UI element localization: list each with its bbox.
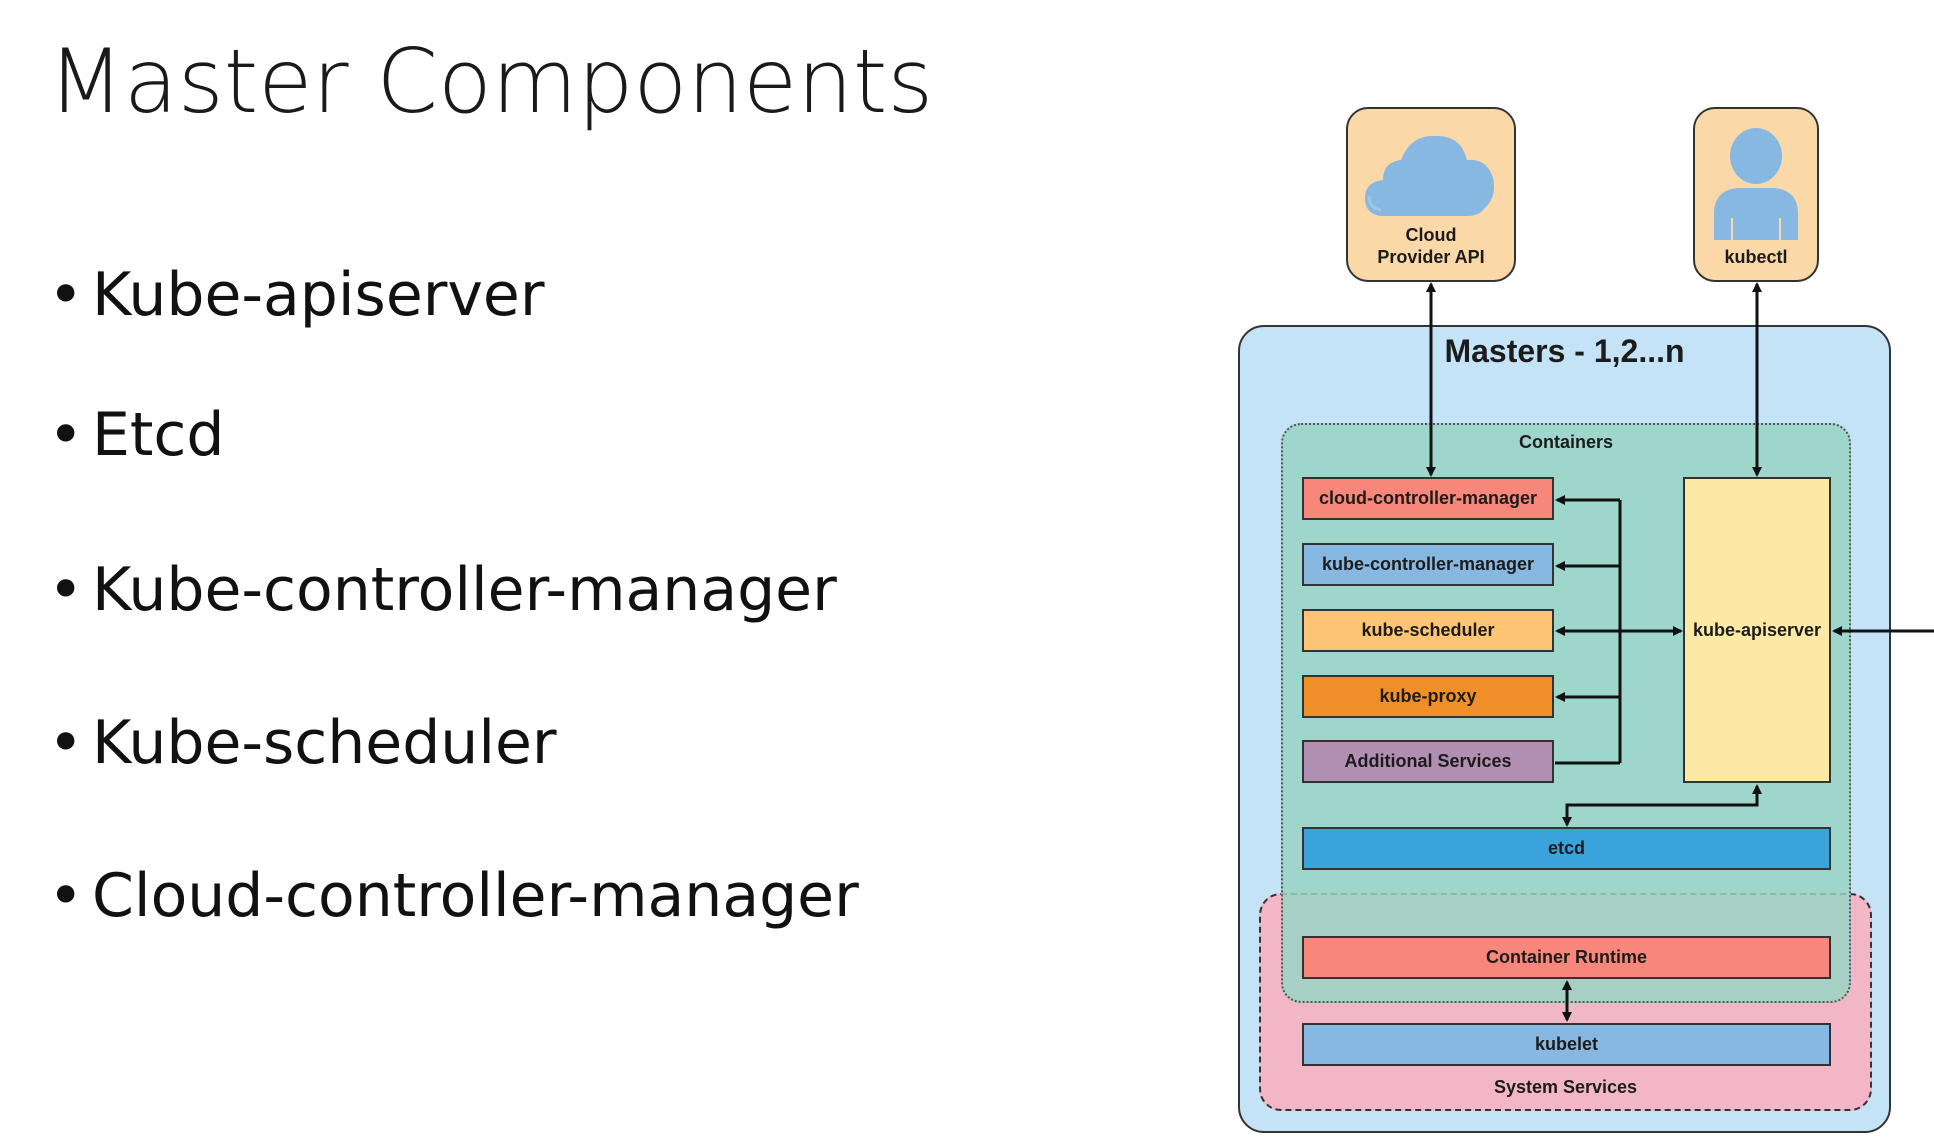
bullet-item: •Kube-apiserver xyxy=(48,255,545,335)
kubectl-box: kubectl xyxy=(1693,107,1819,282)
arrow-etcd-apiserver xyxy=(1562,784,1762,827)
bullet-item: •Cloud-controller-manager xyxy=(48,856,859,936)
masters-label: Masters - 1,2...n xyxy=(1444,333,1685,369)
system-services-label: System Services xyxy=(1493,1077,1638,1097)
container-runtime-box: Container Runtime xyxy=(1302,936,1831,979)
containers-container xyxy=(1281,423,1851,1003)
bullet-dot: • xyxy=(48,708,84,778)
kube-controller-manager-box: kube-controller-manager xyxy=(1302,543,1554,586)
cloud-provider-api-label: Cloud Provider API xyxy=(1377,225,1485,267)
bullet-text: Etcd xyxy=(92,400,225,470)
additional-services-box: Additional Services xyxy=(1302,740,1554,783)
system-services-container xyxy=(1259,893,1872,1111)
kubelet-box: kubelet xyxy=(1302,1023,1831,1066)
kubectl-label: kubectl xyxy=(1724,247,1788,267)
slide-title: Master Components xyxy=(48,30,934,133)
containers-label: Containers xyxy=(1518,432,1614,452)
cloud-provider-api-box: Cloud Provider API xyxy=(1346,107,1516,282)
etcd-box: etcd xyxy=(1302,827,1831,870)
bullet-item: •Kube-controller-manager xyxy=(48,550,837,630)
bullet-text: Kube-scheduler xyxy=(92,708,557,778)
masters-container xyxy=(1238,325,1891,1133)
bullet-text: Kube-controller-manager xyxy=(92,555,837,625)
bullet-dot: • xyxy=(48,555,84,625)
bullet-item: •Etcd xyxy=(48,395,225,475)
kube-apiserver-box: kube-apiserver xyxy=(1683,477,1831,783)
kube-scheduler-box: kube-scheduler xyxy=(1302,609,1554,652)
cloud-controller-manager-box: cloud-controller-manager xyxy=(1302,477,1554,520)
bullet-item: •Kube-scheduler xyxy=(48,703,557,783)
cloud-icon xyxy=(1365,135,1494,216)
bullet-dot: • xyxy=(48,861,84,931)
user-icon xyxy=(1714,128,1798,240)
bullet-dot: • xyxy=(48,400,84,470)
kube-proxy-box: kube-proxy xyxy=(1302,675,1554,718)
bullet-text: Kube-apiserver xyxy=(92,260,545,330)
bullet-text: Cloud-controller-manager xyxy=(92,861,859,931)
bullet-dot: • xyxy=(48,260,84,330)
